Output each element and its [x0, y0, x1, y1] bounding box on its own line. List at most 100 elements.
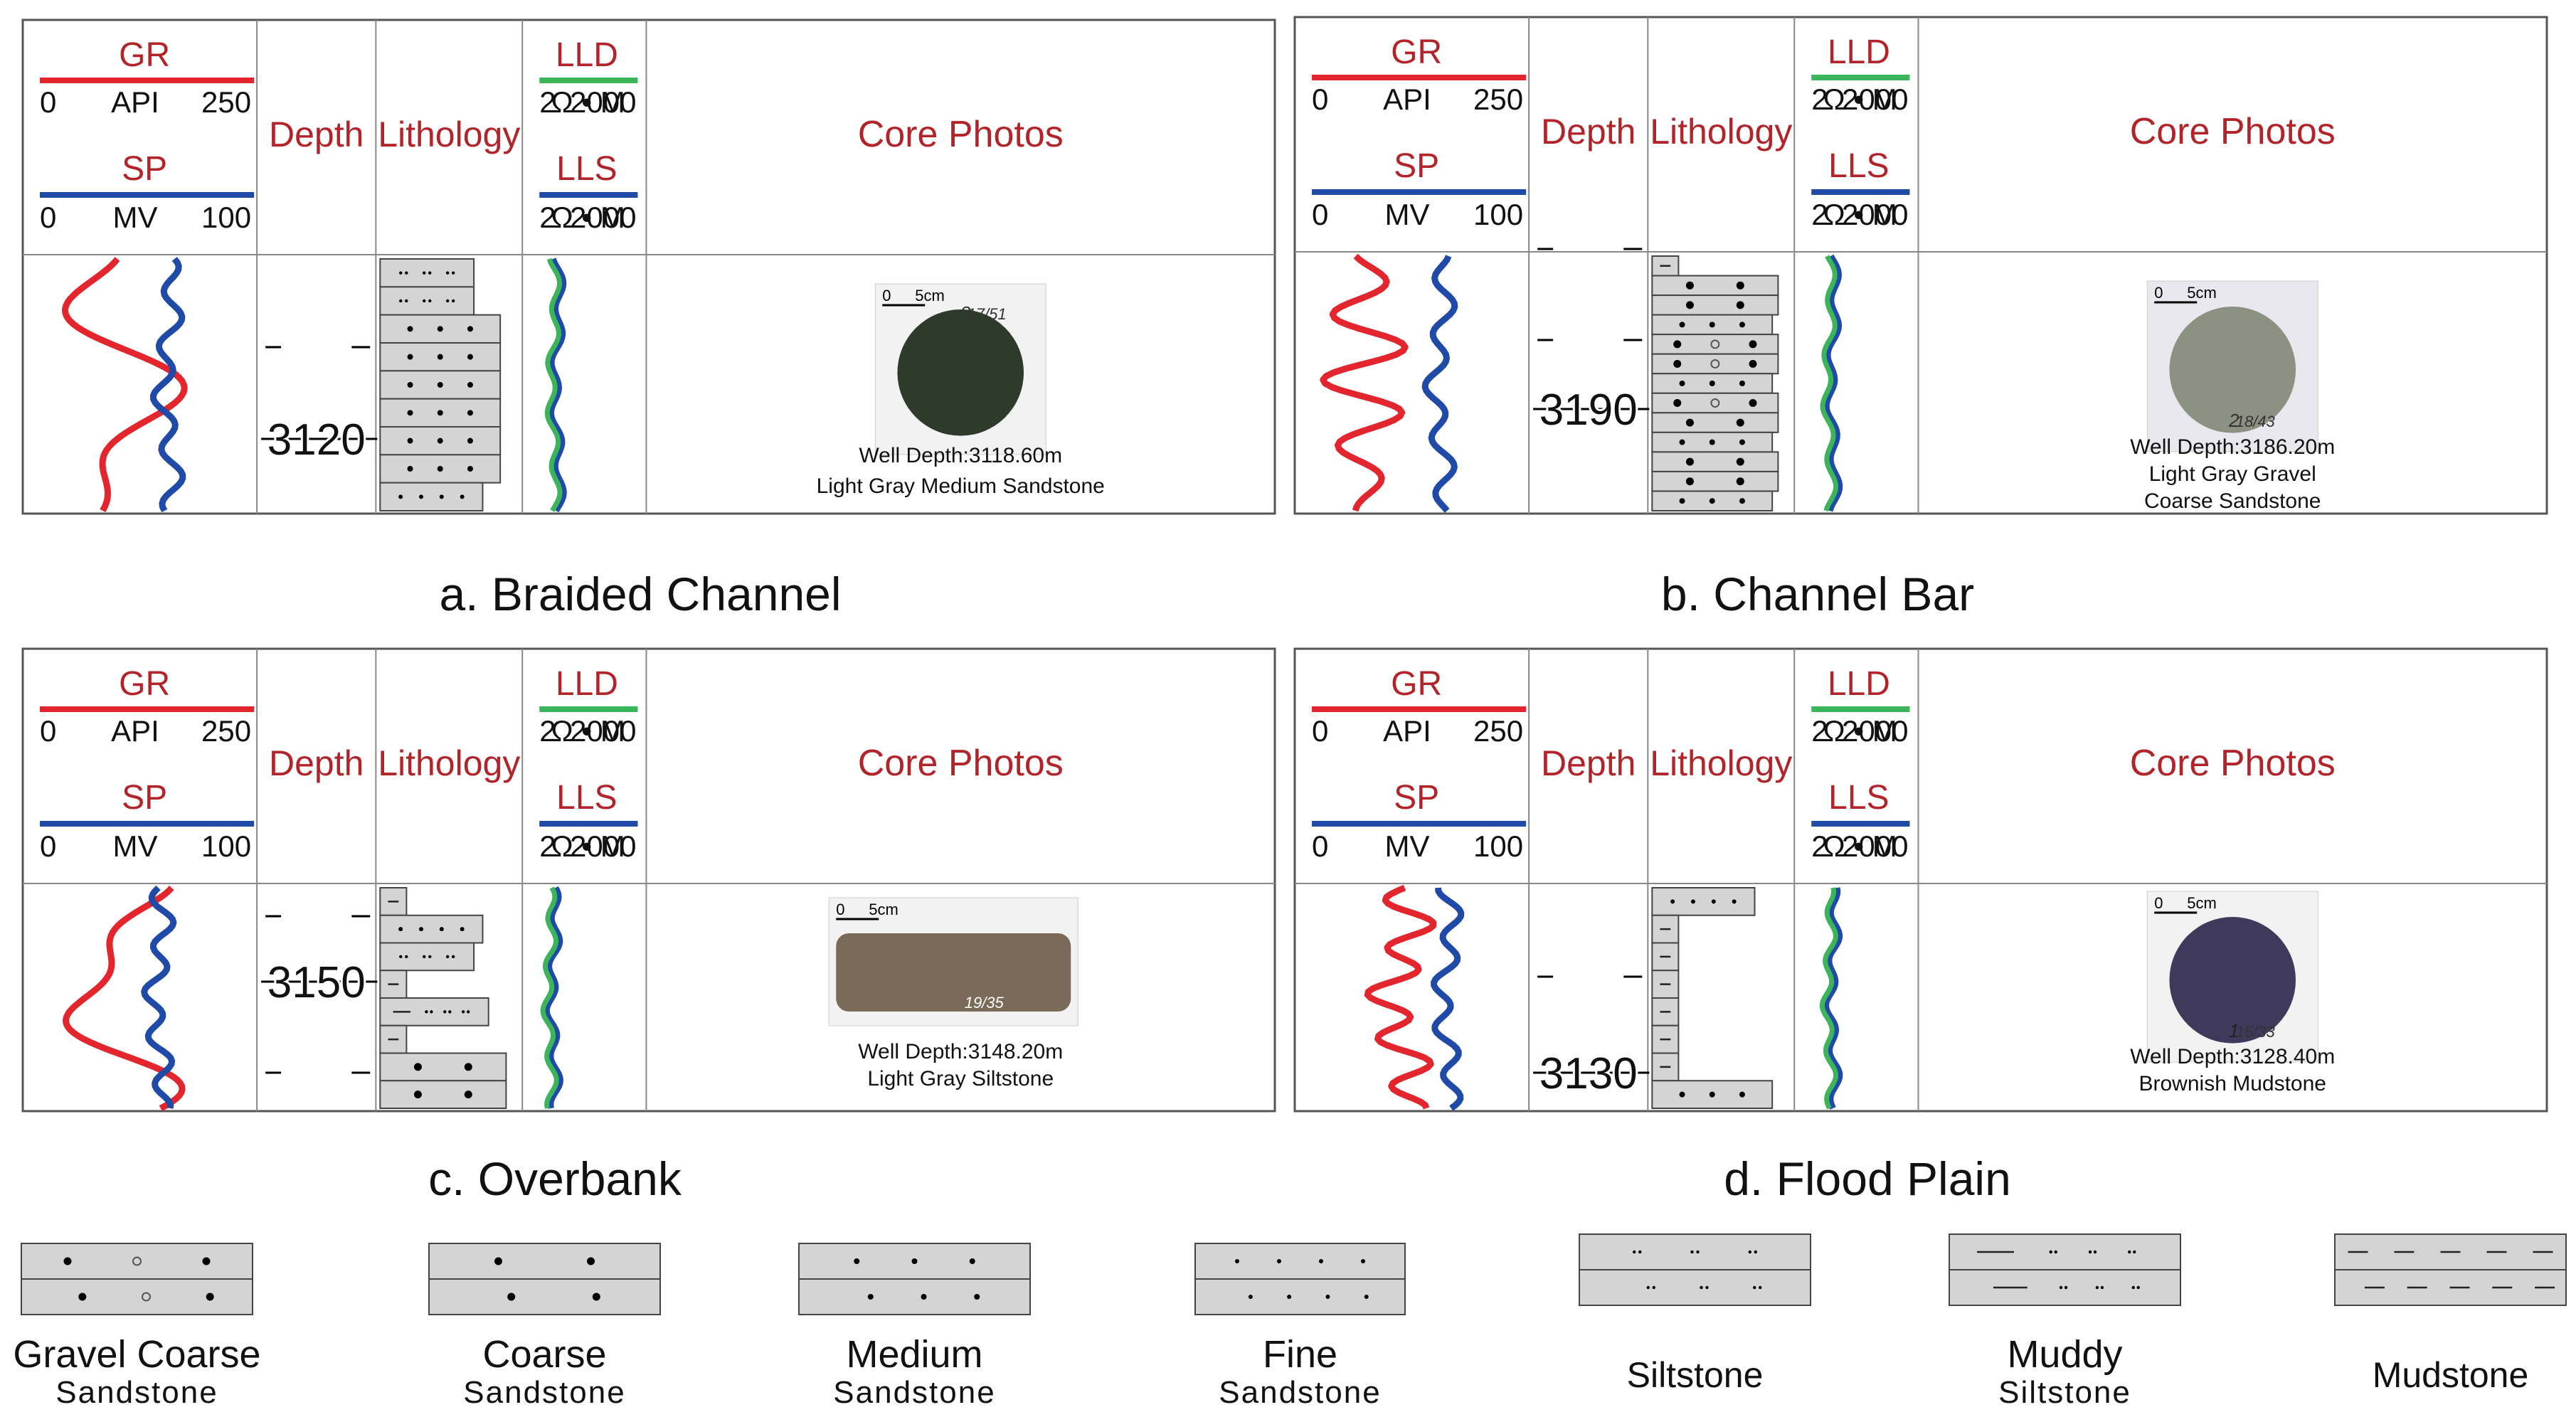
litho-bed-rect	[1651, 334, 1779, 355]
litho-grain	[407, 437, 413, 444]
panel-caption-b: b. Channel Bar	[1661, 568, 1974, 620]
photo-scale-label: 5cm	[2187, 894, 2217, 912]
litho-bed-rect	[1651, 887, 1756, 916]
sp-min: 0	[1312, 198, 1328, 231]
depth-header: Depth	[1541, 743, 1636, 783]
litho-bed-siltstone	[379, 942, 475, 972]
core-sample-cylinder	[836, 933, 1071, 1012]
litho-bed-fine	[379, 482, 484, 512]
litho-grain	[592, 1293, 600, 1301]
lld-unit: Ω • M	[1823, 714, 1897, 748]
lld-unit: Ω • M	[551, 714, 625, 748]
litho-grain	[1679, 1091, 1685, 1098]
panel-frame	[1293, 16, 2548, 515]
lld-label: LLD	[556, 36, 618, 74]
gr-curve	[62, 257, 188, 513]
rock-description: Light Gray Medium Sandstone	[817, 474, 1105, 498]
litho-grain	[439, 494, 444, 499]
lls-min: 2	[1811, 829, 1828, 863]
photo-sample-note: 17/51	[968, 305, 1007, 323]
litho-bed-rect	[379, 258, 475, 288]
well-depth-label: Well Depth:3148.20m	[858, 1040, 1063, 1063]
lls-max: 2000	[570, 201, 636, 234]
litho-grain	[467, 437, 473, 444]
depth-header: Depth	[269, 115, 364, 154]
litho-grain	[1673, 340, 1682, 349]
lld-min: 2	[539, 85, 556, 119]
litho-bed-coarse	[1651, 294, 1779, 316]
litho-grain	[1709, 381, 1715, 386]
litho-grain	[399, 955, 403, 959]
litho-grain	[437, 354, 443, 360]
litho-grain	[1749, 359, 1757, 368]
lithology-header: Lithology	[378, 743, 520, 783]
litho-grain	[451, 955, 455, 959]
gr-label: GR	[1391, 33, 1442, 71]
litho-bed-rect	[379, 286, 475, 316]
litho-bed-rect	[1651, 294, 1779, 316]
litho-bed-medium	[379, 398, 502, 428]
litho-grain	[2100, 1285, 2104, 1290]
lls-label: LLS	[556, 150, 617, 188]
litho-grain	[1277, 1259, 1281, 1263]
litho-bed-coarse	[1651, 412, 1779, 433]
litho-grain	[423, 955, 426, 959]
sp-max: 100	[1473, 198, 1523, 231]
litho-grain	[428, 271, 432, 275]
litho-grain	[425, 1010, 428, 1014]
litho-grain	[2088, 1250, 2092, 1254]
gr-unit: API	[1383, 83, 1431, 116]
litho-grain	[464, 1063, 472, 1071]
depth-value: 3150	[267, 958, 366, 1007]
gr-min: 0	[1312, 714, 1328, 748]
lld-min: 2	[1811, 714, 1828, 748]
sp-max: 100	[1473, 829, 1523, 863]
litho-bed-coarse	[1651, 275, 1779, 297]
litho-grain	[448, 1010, 452, 1014]
lld-min: 2	[1811, 83, 1828, 116]
litho-grain	[1705, 1285, 1709, 1290]
litho-grain	[1325, 1295, 1330, 1299]
photo-sample-prefix: 3	[960, 302, 971, 324]
litho-bed-rect	[1651, 470, 1779, 492]
sp-unit: MV	[112, 829, 157, 863]
litho-grain	[2095, 1285, 2099, 1290]
litho-grain	[1638, 1250, 1642, 1254]
litho-grain	[437, 382, 443, 388]
lls-min: 2	[539, 829, 556, 863]
legend-label: Coarse	[482, 1333, 606, 1376]
litho-grain	[78, 1293, 87, 1301]
litho-grain	[445, 271, 450, 275]
photo-scale-zero: 0	[882, 287, 891, 304]
litho-grain	[1759, 1285, 1762, 1290]
sp-min: 0	[1312, 829, 1328, 863]
litho-grain	[1736, 418, 1744, 427]
litho-bed-rect	[379, 914, 484, 944]
lithology-header: Lithology	[1650, 743, 1792, 783]
photo-scale-label: 5cm	[869, 901, 899, 918]
lls-label: LLS	[1828, 779, 1889, 817]
core-sample-disc	[2169, 917, 2296, 1044]
litho-grain	[467, 1010, 470, 1014]
legend-label: Fine	[1263, 1333, 1337, 1376]
lls-label: LLS	[1828, 147, 1889, 185]
litho-bed-mudstone	[379, 1024, 408, 1054]
sp-label: SP	[122, 779, 167, 817]
lls-min: 2	[1811, 198, 1828, 231]
legend-sublabel: Sandstone	[55, 1375, 218, 1410]
lls-curve	[543, 886, 563, 1109]
sp-label: SP	[122, 150, 167, 188]
litho-grain	[407, 382, 413, 388]
litho-bed-coarse	[1651, 470, 1779, 492]
lithology-header: Lithology	[378, 115, 520, 154]
legend-item-mudstone: Mudstone	[2334, 1233, 2567, 1395]
litho-grain	[1739, 322, 1745, 328]
litho-bed-mudstone	[1651, 914, 1680, 944]
photo-sample-note: 19/35	[965, 994, 1005, 1012]
litho-grain	[1235, 1259, 1239, 1263]
litho-bed-rect	[1651, 431, 1774, 453]
panel-frame	[21, 647, 1276, 1113]
lld-label: LLD	[556, 665, 618, 703]
